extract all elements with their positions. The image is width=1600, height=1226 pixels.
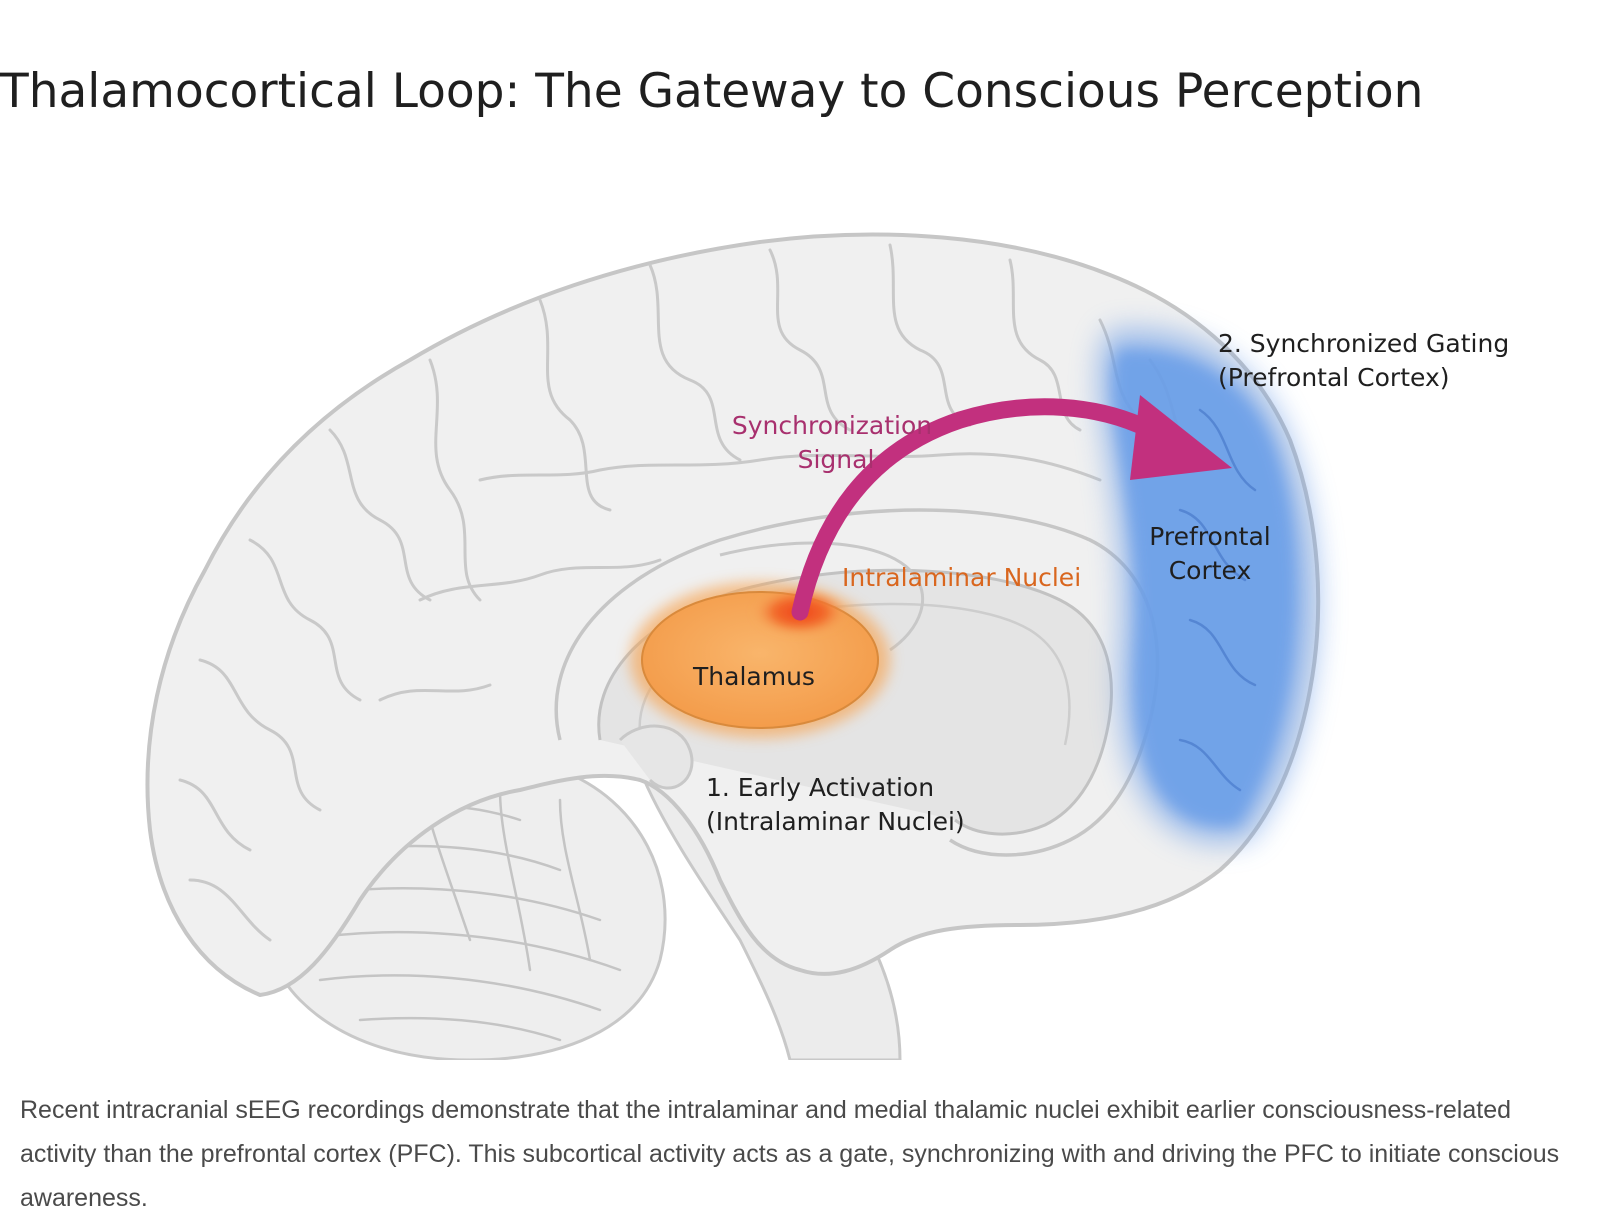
sync-gating-label-line2: (Prefrontal Cortex) — [1218, 363, 1450, 392]
prefrontal-cortex-region — [1098, 328, 1319, 844]
page-title: Thalamocortical Loop: The Gateway to Con… — [0, 64, 1424, 119]
early-activation-label-line2: (Intralaminar Nuclei) — [706, 807, 965, 836]
synchronization-arrow — [791, 395, 1232, 621]
brain-illustration: 2. Synchronized Gating (Prefrontal Corte… — [145, 232, 1509, 1060]
prefrontal-label-line1: Prefrontal — [1149, 522, 1270, 551]
brain-diagram: 2. Synchronized Gating (Prefrontal Corte… — [0, 180, 1600, 1060]
thalamus-region — [630, 582, 890, 738]
cingulate-gyrus — [554, 508, 1160, 857]
sync-signal-label-line1: Synchronization — [732, 411, 932, 440]
sync-signal-label-line2: Signal — [798, 445, 875, 474]
caption-text: Recent intracranial sEEG recordings demo… — [20, 1096, 1560, 1212]
prefrontal-label-line2: Cortex — [1169, 556, 1252, 585]
early-activation-label-line1: 1. Early Activation — [706, 773, 934, 802]
intralaminar-nuclei-label: Intralaminar Nuclei — [842, 563, 1081, 592]
sync-gating-label-line1: 2. Synchronized Gating — [1218, 329, 1509, 358]
fornix — [719, 541, 925, 652]
thalamus-label: Thalamus — [692, 662, 815, 691]
